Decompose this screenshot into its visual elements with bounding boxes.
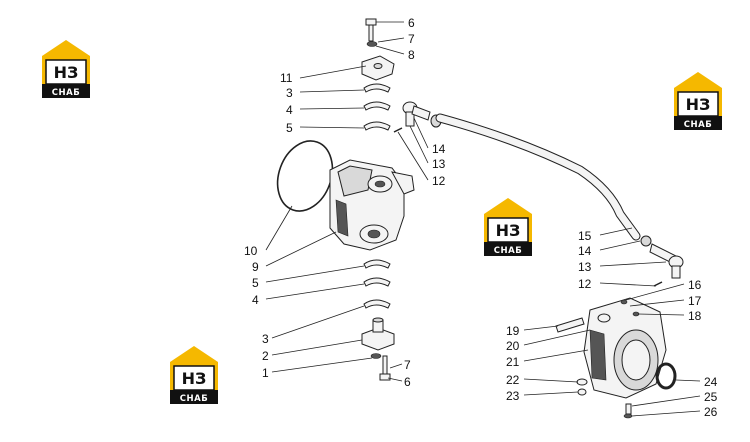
- clamp-right: [640, 235, 652, 247]
- callout-3-top: 3: [286, 86, 293, 100]
- upper-shim-3: [363, 83, 391, 93]
- watermark-logo-sub: СНАБ: [684, 120, 712, 130]
- callout-24: 24: [704, 375, 718, 389]
- callout-13-top: 13: [432, 157, 446, 171]
- lower-shim-3: [363, 299, 391, 309]
- upper-shim-5: [363, 121, 391, 131]
- top-cover: [361, 55, 395, 81]
- callout-10: 10: [244, 244, 258, 258]
- watermark-logo-top-right: НЗ СНАБ: [674, 72, 722, 130]
- watermark-logo-center: НЗ СНАБ: [484, 198, 532, 256]
- callout-2: 2: [262, 349, 269, 363]
- callout-3-bottom: 3: [262, 332, 269, 346]
- king-pin-insert: [555, 317, 585, 333]
- steering-knuckle: [329, 159, 415, 251]
- drain-washer: [577, 388, 587, 396]
- callout-9: 9: [252, 260, 259, 274]
- leader-lines: [265, 21, 701, 417]
- callout-12-right: 12: [578, 277, 592, 291]
- watermark-logo-text: НЗ: [686, 95, 711, 114]
- callout-1: 1: [262, 366, 269, 380]
- lower-shim-5: [363, 259, 391, 269]
- tie-rod-end-left: [402, 101, 431, 127]
- upper-shim-4: [363, 101, 391, 111]
- top-washer: [366, 41, 378, 47]
- oil-seal: [655, 362, 677, 390]
- callout-5-bottom: 5: [252, 276, 259, 290]
- top-bolt: [365, 18, 377, 42]
- callout-19: 19: [506, 324, 520, 338]
- callout-6-top: 6: [408, 16, 415, 30]
- lower-cover: [361, 317, 395, 351]
- callout-6-bottom: 6: [404, 375, 411, 389]
- watermark-logo-sub: СНАБ: [52, 88, 80, 98]
- callout-22: 22: [506, 373, 520, 387]
- callout-11: 11: [280, 71, 293, 85]
- watermark-logo-text: НЗ: [182, 369, 207, 388]
- callout-21: 21: [506, 355, 520, 369]
- callout-26: 26: [704, 405, 718, 419]
- tie-rod-end-right: [649, 243, 684, 279]
- screw: [625, 403, 632, 415]
- callout-14-top: 14: [432, 142, 446, 156]
- callout-8: 8: [408, 48, 415, 62]
- screw-washer: [623, 413, 633, 419]
- callout-5-top: 5: [286, 121, 293, 135]
- callout-labels: 6 7 8 11 3 4 5 14 13 12 10 9 5 4 3 2 1 7…: [244, 16, 718, 419]
- lower-bolt: [379, 355, 391, 381]
- lower-washer: [370, 353, 382, 359]
- hub-housing: [583, 297, 667, 399]
- tie-rod-tube-outline: [435, 113, 641, 241]
- callout-7-top: 7: [408, 32, 415, 46]
- watermark-logo-sub: СНАБ: [494, 246, 522, 256]
- callout-12-top: 12: [432, 174, 446, 188]
- watermark-logo-top-left: НЗ СНАБ: [42, 40, 90, 98]
- grease-fitting: [620, 299, 628, 305]
- drain-plug: [576, 378, 588, 386]
- callout-14-right: 14: [578, 244, 592, 258]
- cotter-pin-right: [653, 281, 663, 287]
- callout-17: 17: [688, 294, 702, 308]
- callout-16: 16: [688, 278, 702, 292]
- callout-4-top: 4: [286, 103, 293, 117]
- callout-7-bottom: 7: [404, 358, 411, 372]
- watermark-logo-text: НЗ: [496, 221, 521, 240]
- seal-ring: [276, 140, 334, 212]
- watermark-logo-bottom-left: НЗ СНАБ: [170, 346, 218, 404]
- callout-25: 25: [704, 390, 718, 404]
- callout-15: 15: [578, 229, 592, 243]
- callout-4-bottom: 4: [252, 293, 259, 307]
- callout-20: 20: [506, 339, 520, 353]
- cotter-pin-left: [393, 127, 403, 133]
- callout-13-right: 13: [578, 260, 592, 274]
- watermark-logo-text: НЗ: [54, 63, 79, 82]
- tie-rod-tube: [436, 114, 640, 240]
- lower-shim-4: [363, 277, 391, 287]
- watermark-logo-sub: СНАБ: [180, 394, 208, 404]
- callout-23: 23: [506, 389, 520, 403]
- callout-18: 18: [688, 309, 702, 323]
